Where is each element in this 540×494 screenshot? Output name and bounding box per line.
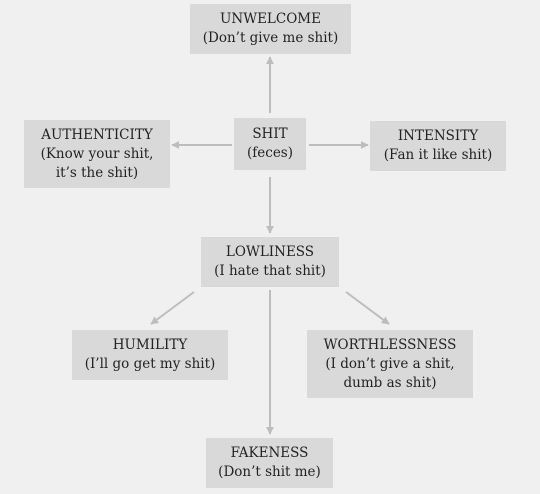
node-unwelcome: UNWELCOME (Don’t give me shit)	[190, 4, 351, 54]
node-caption-line-1: (I don’t give a shit,	[325, 355, 455, 372]
node-caption: (I hate that shit)	[214, 263, 326, 279]
node-shit: SHIT (feces)	[234, 118, 306, 170]
node-worthlessness: WORTHLESSNESS (I don’t give a shit, dumb…	[307, 330, 473, 398]
node-caption-line-1: (Know your shit,	[40, 145, 154, 162]
node-fakeness: FAKENESS (Don’t shit me)	[206, 438, 333, 488]
node-caption: (Don’t shit me)	[218, 464, 321, 480]
node-title: FAKENESS	[230, 445, 309, 461]
arrow-lowliness-to-humility	[150, 291, 195, 325]
node-caption: (Fan it like shit)	[383, 147, 493, 163]
node-authenticity: AUTHENTICITY (Know your shit, it’s the s…	[24, 120, 170, 188]
arrow-lowliness-to-worthlessness	[345, 291, 390, 325]
node-humility: HUMILITY (I’ll go get my shit)	[72, 330, 228, 380]
node-title: WORTHLESSNESS	[323, 336, 457, 353]
node-title: AUTHENTICITY	[41, 126, 153, 143]
node-title: HUMILITY	[112, 337, 188, 353]
node-caption: (I’ll go get my shit)	[84, 356, 216, 372]
node-caption: (feces)	[247, 145, 293, 161]
node-lowliness: LOWLINESS (I hate that shit)	[201, 237, 339, 287]
node-intensity: INTENSITY (Fan it like shit)	[370, 121, 506, 171]
node-title: INTENSITY	[397, 128, 479, 144]
node-caption-line-2: it’s the shit)	[55, 164, 139, 181]
node-title: UNWELCOME	[220, 11, 321, 27]
node-title: LOWLINESS	[225, 244, 315, 260]
node-caption-line-2: dumb as shit)	[343, 374, 437, 391]
node-title: SHIT	[252, 126, 288, 142]
node-caption: (Don’t give me shit)	[202, 30, 339, 46]
